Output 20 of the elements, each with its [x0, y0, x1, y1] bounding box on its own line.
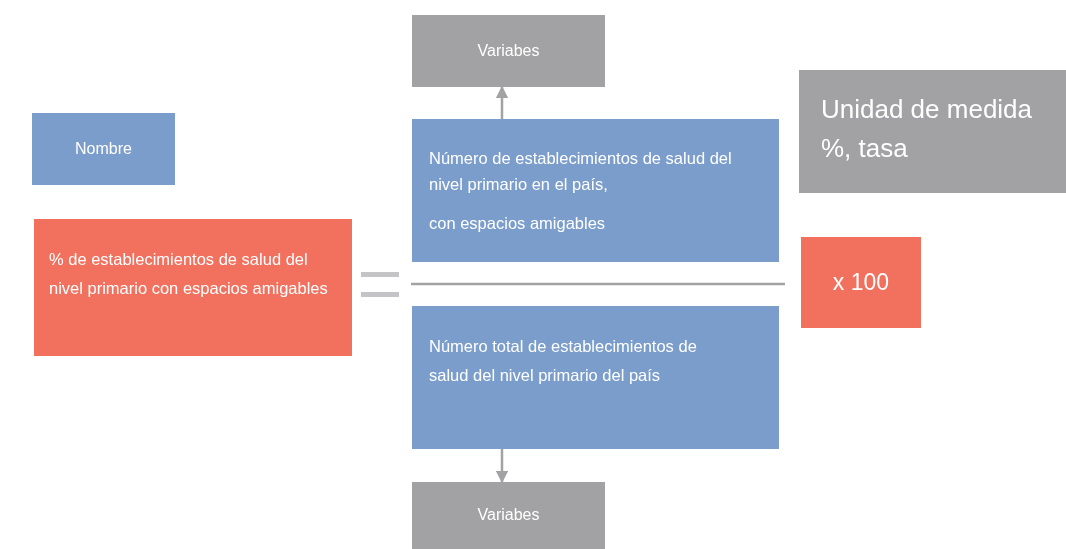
text-box [412, 306, 779, 449]
box-text: % de establecimientos de salud del nivel primario con espacios amigables [49, 249, 329, 299]
text-box [32, 113, 175, 185]
box-text: Variabes [477, 40, 540, 61]
box-text: Número de establecimientos de salud del nivel primario en el país, [429, 148, 733, 196]
box-text: Unidad de medida [821, 93, 1033, 126]
text-box [801, 237, 921, 328]
text-box [412, 15, 605, 87]
text-box [799, 70, 1066, 193]
text-box [412, 482, 605, 549]
box-text: Número total de establecimientos de salud del nivel primario del país [429, 336, 698, 386]
box-text: Variabes [477, 505, 540, 526]
text-box [34, 219, 352, 356]
box-text: x 100 [832, 267, 890, 297]
text-box [412, 119, 779, 262]
box-text: %, tasa [821, 132, 908, 166]
arrow [495, 449, 509, 484]
box-text: con espacios amigables [429, 212, 606, 234]
box-text: Nombre [75, 138, 132, 159]
arrow [495, 85, 509, 119]
